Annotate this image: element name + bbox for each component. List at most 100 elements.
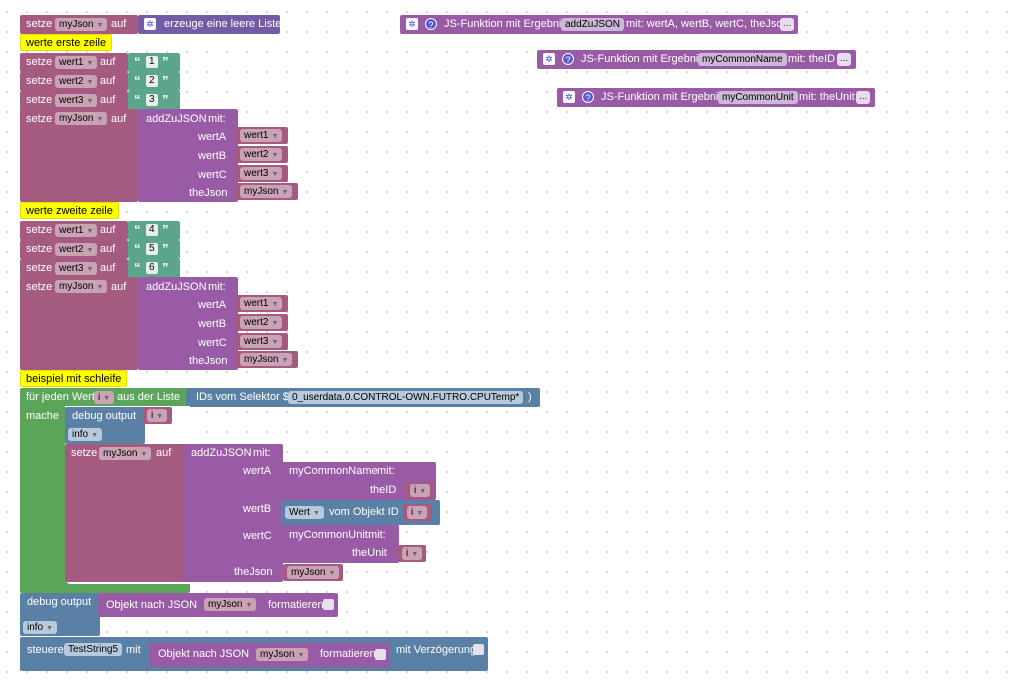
var-dropdown-i[interactable]: i▼	[147, 409, 168, 422]
format-checkbox[interactable]	[323, 599, 334, 610]
function-name-input[interactable]: myCommonUnit	[718, 91, 798, 104]
comment-block-1[interactable]: werte erste zeile	[20, 34, 113, 51]
set-myjson-loop-block[interactable]: setze myJson▼ auf	[65, 444, 185, 582]
js-function-mycommonunit-block[interactable]: ✲ ? JS-Funktion mit Ergebnis myCommonUni…	[557, 88, 875, 107]
debug-output-block[interactable]: debug output info▼	[65, 407, 145, 444]
get-wert2-block[interactable]: wert2▼	[236, 314, 288, 331]
get-myjson-block[interactable]: myJson▼	[236, 351, 298, 368]
var-dropdown-myjson[interactable]: myJson▼	[204, 598, 257, 611]
get-wert1-block[interactable]: wert1▼	[236, 127, 288, 144]
call-addzujson-block-2[interactable]: addZuJSON mit: wertA wertB wertC theJson	[138, 277, 238, 370]
gear-icon[interactable]: ✲	[406, 18, 418, 30]
get-i-block[interactable]: i▼	[143, 407, 172, 424]
var-dropdown-myjson[interactable]: myJson▼	[55, 280, 108, 293]
var-dropdown-i[interactable]: i▼	[410, 484, 431, 497]
get-i-block[interactable]: i▼	[406, 482, 434, 499]
log-level-dropdown[interactable]: info▼	[68, 428, 103, 441]
var-dropdown-wert1[interactable]: wert1▼	[55, 224, 98, 237]
var-dropdown-myjson[interactable]: myJson▼	[240, 185, 293, 198]
set-wert2-block[interactable]: setze wert2▼ auf	[20, 72, 128, 91]
var-dropdown-wert1[interactable]: wert1▼	[240, 297, 283, 310]
debug-output-block[interactable]: debug output info▼	[20, 593, 100, 636]
help-icon[interactable]: ?	[562, 53, 574, 65]
var-dropdown-wert3[interactable]: wert3▼	[240, 335, 283, 348]
var-dropdown-wert3[interactable]: wert3▼	[55, 94, 98, 107]
object-to-json-block[interactable]: Objekt nach JSON myJson▼ formatieren	[150, 643, 390, 667]
var-dropdown-wert2[interactable]: wert2▼	[55, 75, 98, 88]
get-wert1-block[interactable]: wert1▼	[236, 295, 288, 312]
object-to-json-block[interactable]: Objekt nach JSON myJson▼ formatieren	[98, 593, 338, 617]
js-function-addzujson-block[interactable]: ✲ ? JS-Funktion mit Ergebnis addZuJSON m…	[400, 15, 798, 34]
get-i-block[interactable]: i▼	[398, 545, 426, 562]
edit-code-button[interactable]: ...	[856, 91, 871, 104]
text-block-1[interactable]: “ 1 ”	[128, 53, 180, 72]
text-block-6[interactable]: “ 6 ”	[128, 259, 180, 278]
edit-code-button[interactable]: ...	[837, 53, 852, 66]
log-level-dropdown[interactable]: info▼	[23, 621, 58, 634]
function-name-input[interactable]: addZuJSON	[561, 18, 625, 31]
var-dropdown-i[interactable]: i▼	[407, 506, 428, 519]
get-myjson-block[interactable]: myJson▼	[283, 564, 343, 581]
create-empty-list-block[interactable]: ✲ erzeuge eine leere Liste	[138, 15, 281, 34]
get-wert2-block[interactable]: wert2▼	[236, 146, 288, 163]
var-dropdown-wert3[interactable]: wert3▼	[55, 262, 98, 275]
text-block-4[interactable]: “ 4 ”	[128, 221, 180, 240]
var-dropdown-myjson[interactable]: myJson▼	[240, 353, 293, 366]
ids-selector-block[interactable]: IDs vom Selektor $( 0_userdata.0.CONTROL…	[186, 388, 540, 407]
auf-label: auf	[100, 94, 116, 106]
var-dropdown-myjson[interactable]: myJson▼	[55, 112, 108, 125]
text-block-3[interactable]: “ 3 ”	[128, 91, 180, 110]
get-wert3-block[interactable]: wert3▼	[236, 165, 288, 182]
help-icon[interactable]: ?	[425, 18, 437, 30]
set-wert1-block[interactable]: setze wert1▼ auf	[20, 53, 128, 72]
text-value-1[interactable]: 1	[146, 56, 158, 68]
var-dropdown-wert1[interactable]: wert1▼	[55, 56, 98, 69]
gear-icon[interactable]: ✲	[543, 53, 555, 65]
var-dropdown-i[interactable]: i▼	[402, 547, 423, 560]
help-icon[interactable]: ?	[582, 91, 594, 103]
comment-block-3[interactable]: beispiel mit schleife	[20, 370, 128, 387]
gear-icon[interactable]: ✲	[144, 18, 156, 30]
set-wert3-block[interactable]: setze wert3▼ auf	[20, 259, 128, 278]
var-dropdown-wert2[interactable]: wert2▼	[240, 148, 283, 161]
text-value-4[interactable]: 4	[146, 224, 158, 236]
var-dropdown-myjson[interactable]: myJson▼	[256, 648, 309, 661]
var-dropdown-wert3[interactable]: wert3▼	[240, 167, 283, 180]
format-checkbox[interactable]	[375, 649, 386, 660]
target-object-input[interactable]: TestString5	[64, 643, 123, 656]
mit-label: mit:	[253, 447, 271, 459]
text-value-2[interactable]: 2	[146, 75, 158, 87]
with-delay-checkbox[interactable]	[473, 644, 484, 655]
set-myjson-block[interactable]: setze myJson▼ auf	[20, 15, 138, 34]
call-mycommonunit-block[interactable]: myCommonUnit mit: theUnit	[281, 525, 399, 563]
set-wert3-block[interactable]: setze wert3▼ auf	[20, 91, 128, 110]
var-dropdown-myjson[interactable]: myJson▼	[99, 447, 152, 460]
text-block-5[interactable]: “ 5 ”	[128, 240, 180, 259]
gear-icon[interactable]: ✲	[563, 91, 575, 103]
var-dropdown-myjson[interactable]: myJson▼	[287, 566, 340, 579]
var-dropdown-wert2[interactable]: wert2▼	[55, 243, 98, 256]
set-wert2-block[interactable]: setze wert2▼ auf	[20, 240, 128, 259]
comment-block-2[interactable]: werte zweite zeile	[20, 202, 119, 219]
get-myjson-block[interactable]: myJson▼	[236, 183, 298, 200]
var-dropdown-wert2[interactable]: wert2▼	[240, 316, 283, 329]
js-function-mycommonname-block[interactable]: ✲ ? JS-Funktion mit Ergebnis myCommonNam…	[537, 50, 856, 69]
edit-code-button[interactable]: ...	[780, 18, 795, 31]
text-block-2[interactable]: “ 2 ”	[128, 72, 180, 91]
loop-var-dropdown-i[interactable]: i▼	[94, 391, 115, 404]
text-value-6[interactable]: 6	[146, 262, 158, 274]
function-name-input[interactable]: myCommonName	[698, 53, 787, 66]
property-dropdown[interactable]: Wert▼	[285, 506, 324, 519]
get-i-block[interactable]: i▼	[403, 504, 432, 521]
call-addzujson-loop-block[interactable]: addZuJSON mit: wertA wertB wertC theJson	[183, 444, 283, 582]
get-wert3-block[interactable]: wert3▼	[236, 333, 288, 350]
set-myjson-call-block-2[interactable]: setze myJson▼ auf	[20, 277, 138, 370]
var-dropdown-myjson[interactable]: myJson▼	[55, 18, 108, 31]
text-value-5[interactable]: 5	[146, 243, 158, 255]
var-dropdown-wert1[interactable]: wert1▼	[240, 129, 283, 142]
selector-input[interactable]: 0_userdata.0.CONTROL-OWN.FUTRO.CPUTemp*	[288, 391, 524, 404]
text-value-3[interactable]: 3	[146, 94, 158, 106]
set-wert1-block[interactable]: setze wert1▼ auf	[20, 221, 128, 240]
set-myjson-call-block-1[interactable]: setze myJson▼ auf	[20, 109, 138, 202]
call-addzujson-block-1[interactable]: addZuJSON mit: wertA wertB wertC theJson	[138, 109, 238, 202]
